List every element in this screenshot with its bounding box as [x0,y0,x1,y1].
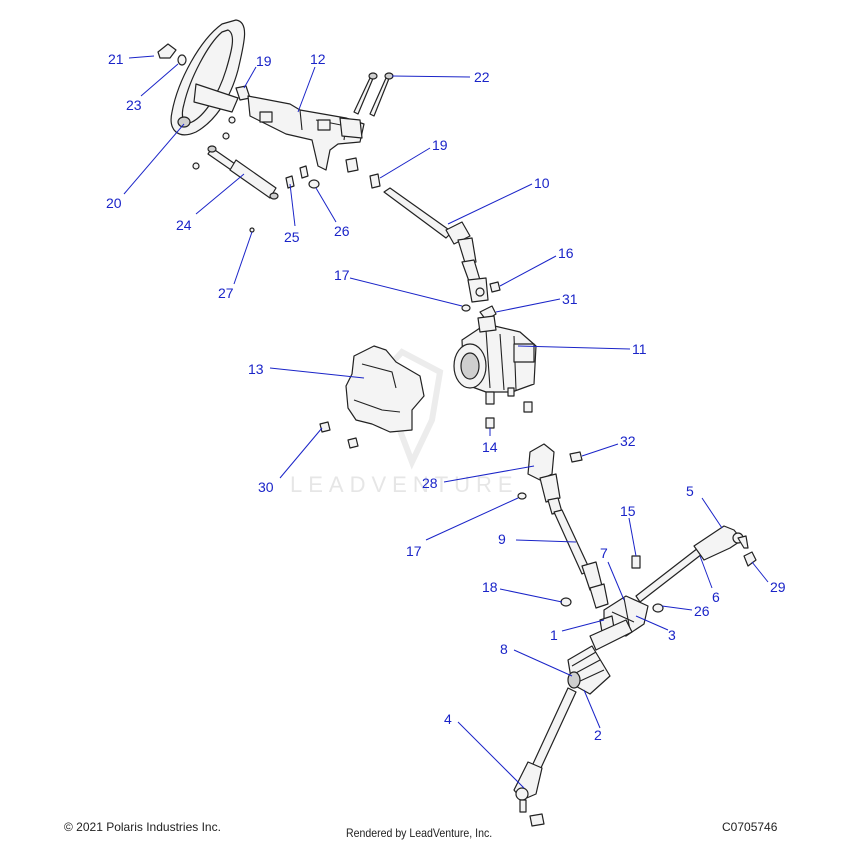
callout-19-upper: 19 [256,53,272,69]
part-14-bolts [485,401,533,429]
callout-1: 1 [550,627,558,643]
part-32-bolt [569,451,583,463]
callout-8: 8 [500,641,508,657]
part-10-upper-shaft [383,187,489,303]
callout-28: 28 [422,475,438,491]
part-5-tie-rod-end-right [635,525,749,603]
part-11-eps-unit [453,315,537,405]
part-small-fasteners-upper [192,116,320,233]
callout-17-lower: 17 [406,543,422,559]
part-rack-center [589,595,649,651]
part-20-steering-wheel [170,19,246,136]
callout-6: 6 [712,589,720,605]
callout-21: 21 [108,51,124,67]
callout-17-upper: 17 [334,267,350,283]
callout-30: 30 [258,479,274,495]
part-13-cover [345,345,425,433]
part-19-bushing-lower [369,173,381,189]
callout-12: 12 [310,51,326,67]
callout-32: 32 [620,433,636,449]
callout-24: 24 [176,217,192,233]
callout-18: 18 [482,579,498,595]
part-26-nut-lower [652,603,664,613]
watermark-text: LEADVENTURE [290,472,519,497]
part-12-column-bracket [247,95,365,171]
part-4-tie-rod-left [513,687,577,827]
leader-lines [123,55,769,789]
callout-11: 11 [632,341,647,357]
part-16-bolt [489,281,501,293]
callout-14: 14 [482,439,498,455]
part-23-cap [177,54,187,66]
part-30-screws [319,421,359,449]
part-bushing-pair [345,157,359,173]
callout-4: 4 [444,711,452,727]
callout-10: 10 [534,175,550,191]
part-24-gas-strut [207,145,279,200]
callout-19-lower: 19 [432,137,448,153]
part-18-nut [560,597,572,607]
rendered-by-text: Rendered by LeadVenture, Inc. [346,826,493,840]
callout-29: 29 [770,579,786,595]
callout-22: 22 [474,69,490,85]
part-17-nut-lower [517,492,527,500]
callout-16: 16 [558,245,574,261]
part-15-bolt [631,555,641,569]
callout-26-lower: 26 [694,603,710,619]
diagram-code: C0705746 [722,820,778,834]
callout-15: 15 [620,503,636,519]
callout-31: 31 [562,291,578,307]
part-28-boot [527,443,555,481]
callout-7: 7 [600,545,608,561]
part-17-nut-upper [461,304,471,312]
part-2-rack-boot-left [567,645,611,695]
callout-27: 27 [218,285,234,301]
callout-26-upper: 26 [334,223,350,239]
callout-20: 20 [106,195,122,211]
callout-23: 23 [126,97,142,113]
part-22-bolts [353,72,394,117]
callout-labels: 21 23 19 12 22 19 10 20 24 25 26 27 16 1… [106,51,786,743]
callout-13: 13 [248,361,264,377]
callout-3: 3 [668,627,676,643]
callout-25: 25 [284,229,300,245]
part-21-clip [157,43,177,59]
copyright-text: © 2021 Polaris Industries Inc. [64,820,221,834]
callout-9: 9 [498,531,506,547]
callout-2: 2 [594,727,602,743]
part-29-nut [743,551,757,567]
callout-5: 5 [686,483,694,499]
